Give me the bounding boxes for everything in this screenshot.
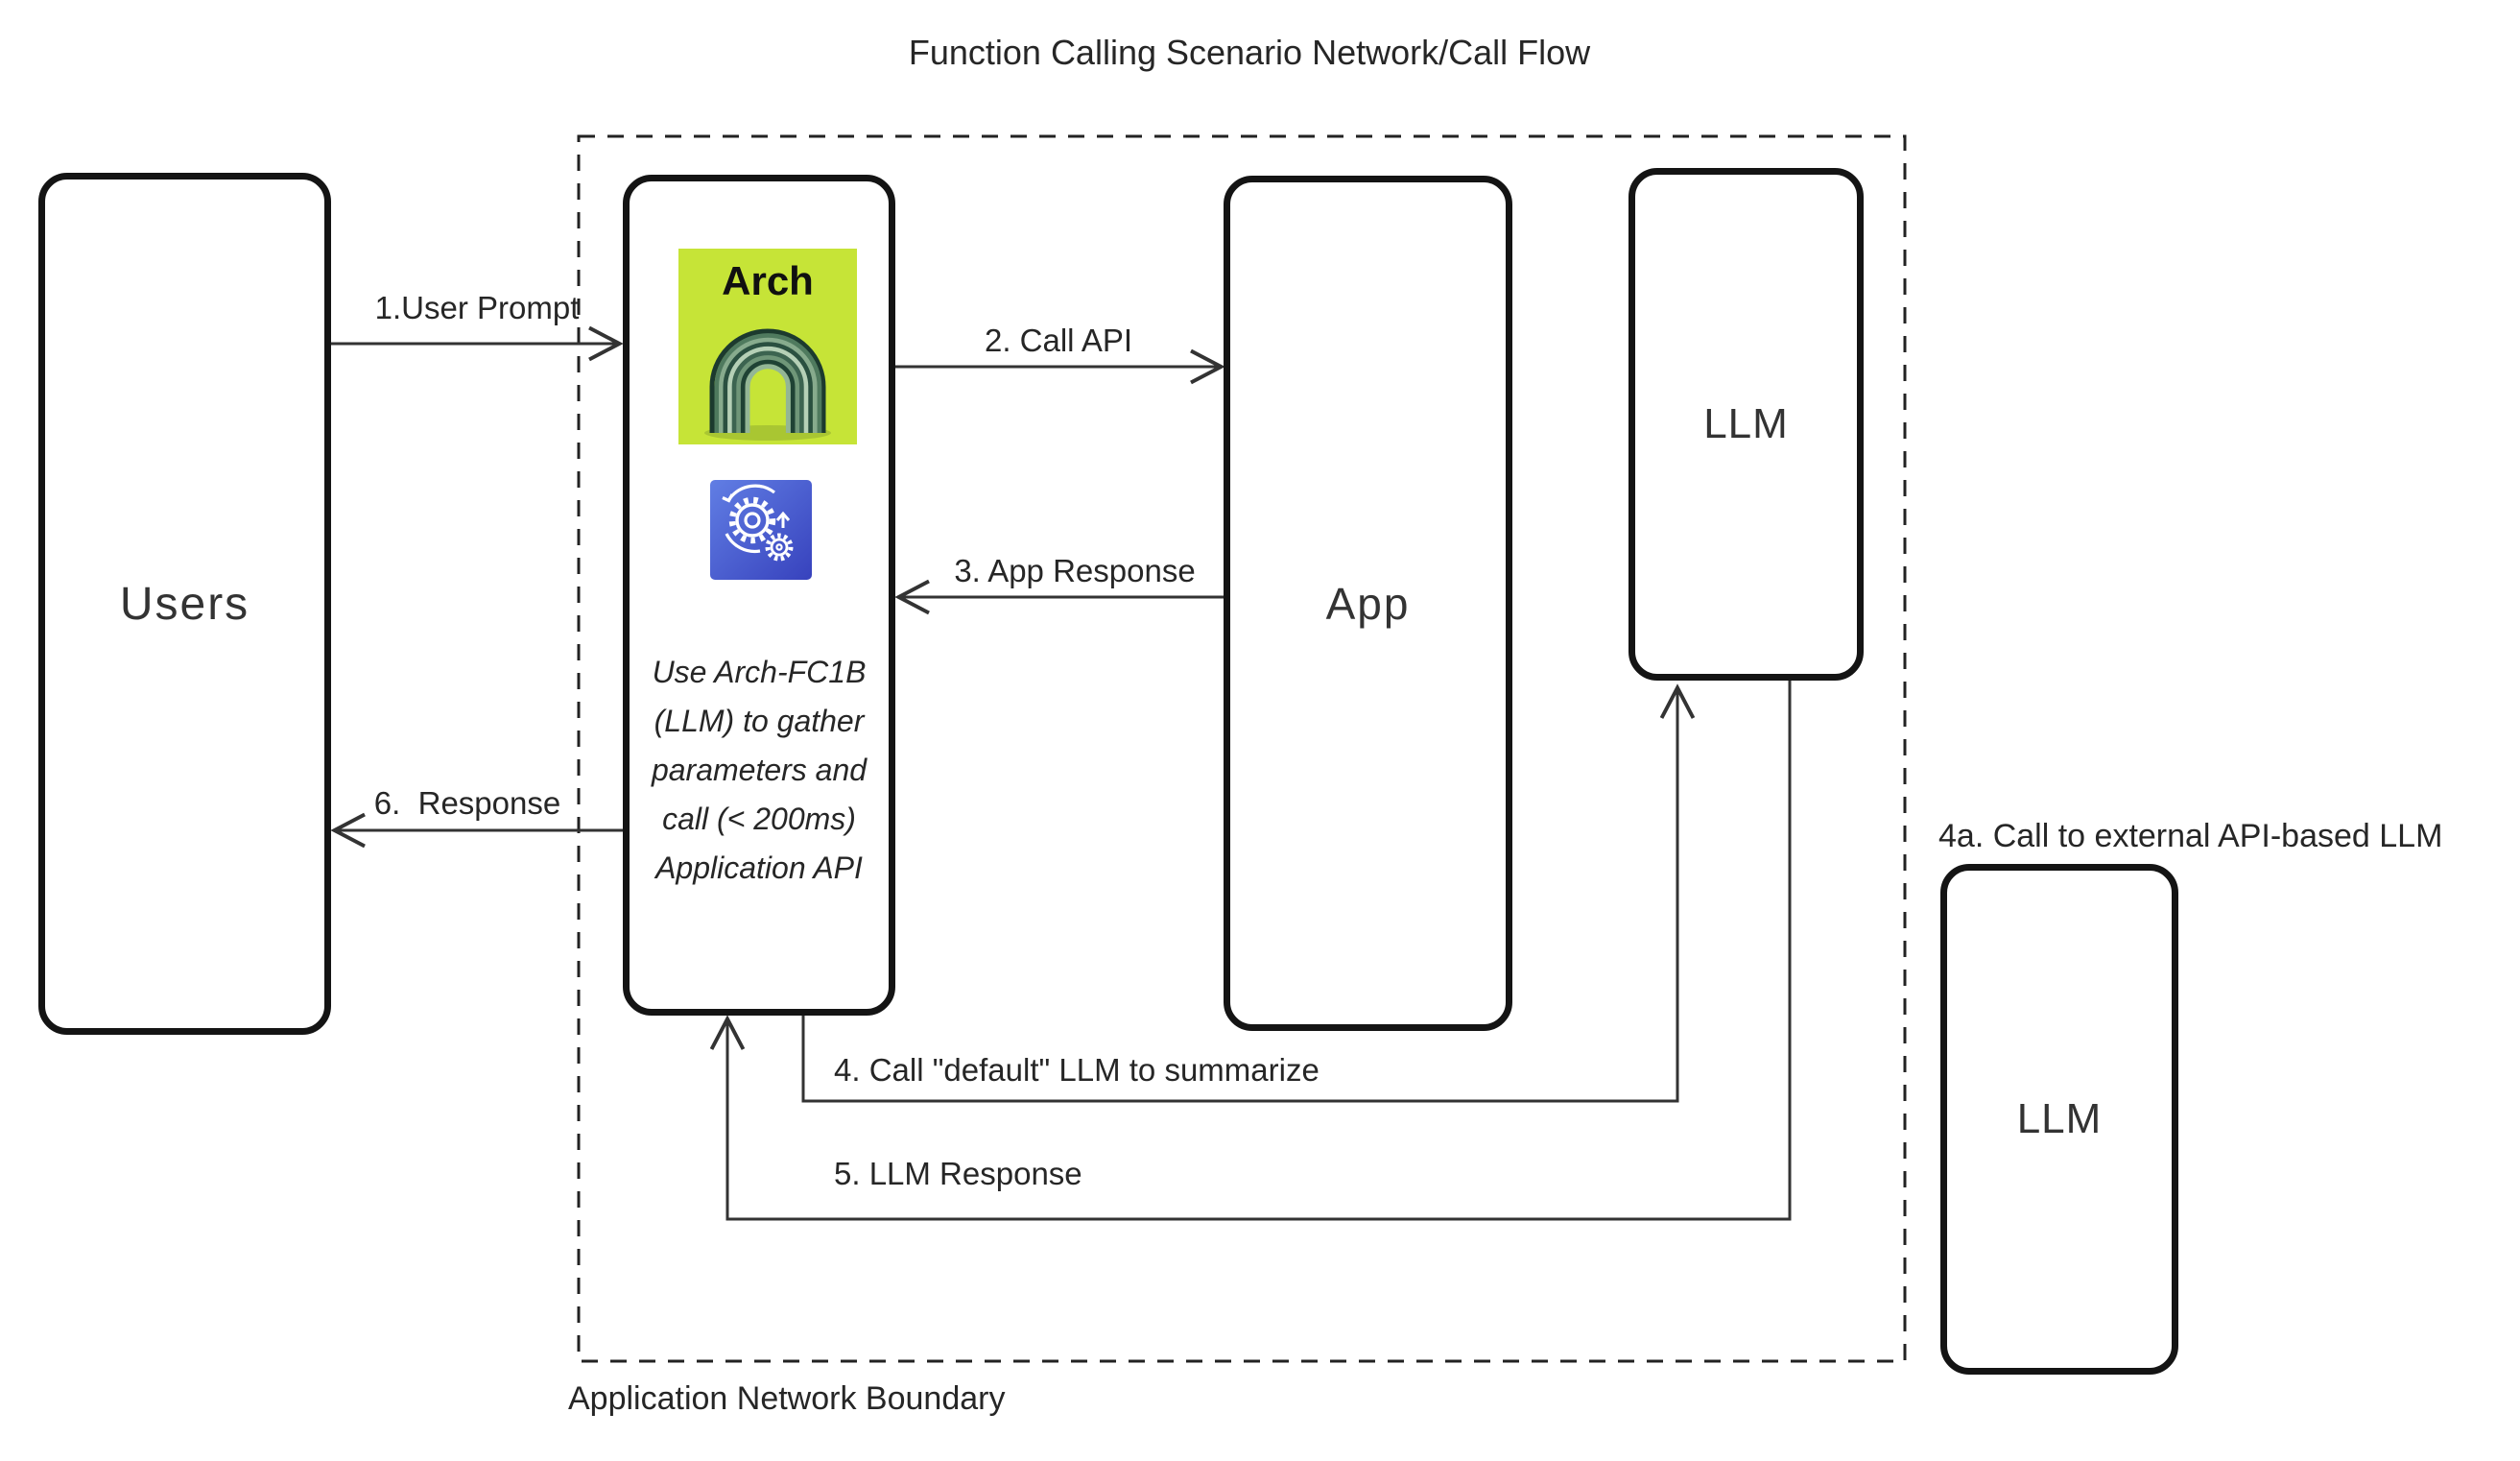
arch-note-line: (LLM) to gather xyxy=(654,704,865,738)
arrow-6-label: 6. Response xyxy=(373,785,561,821)
arch-logo-wordmark: Arch xyxy=(722,258,814,303)
node-llm-external-label: LLM xyxy=(2016,1095,2103,1142)
node-llm-internal-label: LLM xyxy=(1703,400,1789,447)
boundary-label: Application Network Boundary xyxy=(568,1380,1006,1417)
arrow-3-label: 3. App Response xyxy=(954,553,1196,588)
diagram-title: Function Calling Scenario Network/Call F… xyxy=(908,33,1591,72)
arch-note: Use Arch-FC1B (LLM) to gather parameters… xyxy=(630,648,889,893)
arrow-4-call-default-llm xyxy=(801,683,1696,1103)
node-users: Users xyxy=(38,173,331,1035)
node-arch-content: Arch xyxy=(630,181,889,1009)
arrow-1-label: 1.User Prompt xyxy=(374,290,580,325)
arch-brand-logo: Arch xyxy=(678,249,857,444)
arrow-5-llm-response xyxy=(709,681,1792,1221)
arch-note-line: parameters and xyxy=(651,753,868,787)
arch-note-line: Use Arch-FC1B xyxy=(652,655,867,689)
arch-logo-arch-shape xyxy=(709,328,826,433)
node-app-label: App xyxy=(1325,578,1411,629)
node-llm-external: LLM xyxy=(1940,864,2178,1375)
application-network-boundary-box xyxy=(577,134,1907,1363)
arrow-2-label: 2. Call API xyxy=(984,323,1133,358)
node-llm-internal: LLM xyxy=(1628,168,1864,681)
process-gears-sync-icon xyxy=(710,480,812,580)
node-arch: Arch xyxy=(623,175,895,1016)
arch-note-line: Application API xyxy=(655,850,863,885)
external-llm-caption: 4a. Call to external API-based LLM xyxy=(1938,818,2443,854)
node-app: App xyxy=(1224,176,1512,1031)
arch-note-line: call (< 200ms) xyxy=(662,802,856,836)
arrow-5-label: 5. LLM Response xyxy=(834,1156,1082,1191)
node-users-label: Users xyxy=(119,578,250,630)
arrow-4-label: 4. Call "default" LLM to summarize xyxy=(834,1052,1319,1088)
